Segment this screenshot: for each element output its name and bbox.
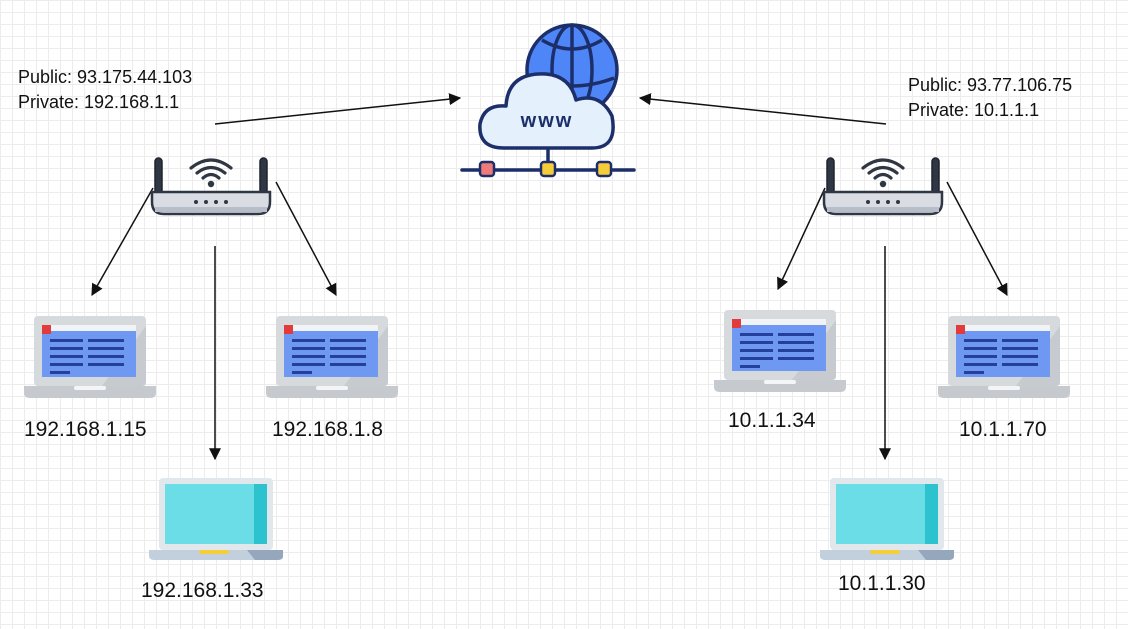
- right-uplink-arrow: [638, 93, 887, 125]
- right-link-arrow-1: [777, 187, 826, 291]
- www-text: www: [520, 110, 574, 132]
- right-link-arrow-3: [946, 181, 1008, 297]
- left-link-arrow-3: [275, 181, 337, 297]
- host-ip-label: 192.168.1.15: [24, 418, 147, 441]
- left-router-public-ip: Public: 93.175.44.103: [18, 67, 193, 87]
- host-ip-label: 10.1.1.30: [838, 572, 926, 595]
- connections: [91, 93, 1008, 461]
- left-router-private-ip: Private: 192.168.1.1: [18, 92, 180, 112]
- internet-cloud-icon: www: [460, 23, 636, 178]
- left-uplink-arrow: [214, 93, 462, 125]
- left-router-icon: [150, 156, 272, 216]
- laptop-icon: [149, 478, 283, 560]
- laptop-icon: [24, 316, 156, 398]
- right-router-private-ip: Private: 10.1.1.1: [908, 100, 1040, 120]
- laptop-icon: [714, 310, 846, 392]
- host-ip-label: 192.168.1.33: [141, 579, 264, 602]
- laptop-icon: [266, 316, 398, 398]
- right-router-public-ip: Public: 93.77.106.75: [908, 75, 1073, 95]
- host-ip-label: 192.168.1.8: [272, 418, 383, 441]
- host-ip-label: 10.1.1.34: [728, 409, 816, 432]
- laptop-icon: [938, 316, 1070, 398]
- left-link-arrow-1: [91, 187, 154, 297]
- host-ip-label: 10.1.1.70: [959, 418, 1047, 441]
- left-router-label: Public: 93.175.44.103 Private: 192.168.1…: [18, 65, 192, 115]
- laptop-icon: [820, 478, 954, 560]
- right-router-label: Public: 93.77.106.75 Private: 10.1.1.1: [908, 73, 1072, 123]
- right-router-icon: [822, 156, 944, 216]
